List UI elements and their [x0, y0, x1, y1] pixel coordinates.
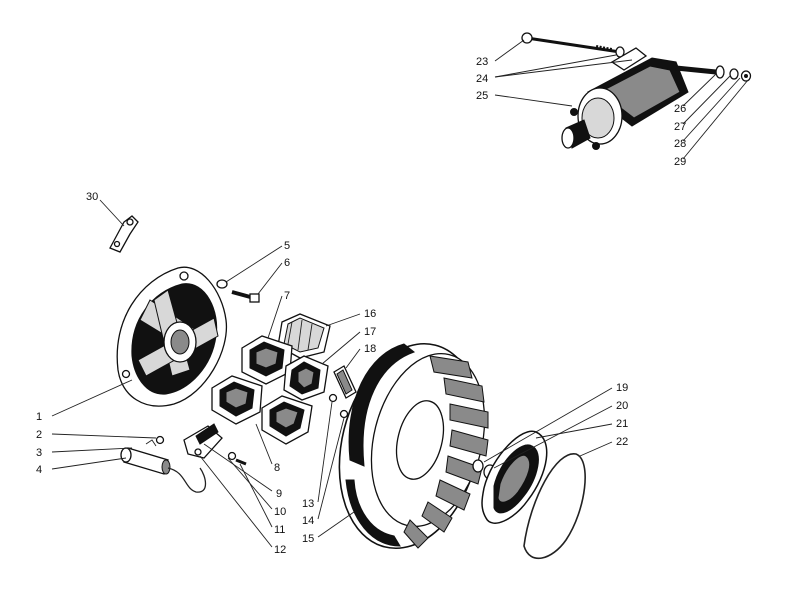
cover-part-21 [481, 430, 548, 524]
callout-6: 6 [284, 257, 290, 269]
callout-3: 3 [36, 447, 42, 459]
coil-part-8-left [211, 375, 263, 425]
nut-part-2 [155, 435, 165, 445]
leader-lines [51, 39, 749, 548]
stator-plate-part-1 [116, 266, 228, 407]
callout-27: 27 [674, 121, 686, 133]
callout-15: 15 [302, 533, 314, 545]
callout-24: 24 [476, 73, 488, 85]
contact-breaker-parts-9-12 [183, 423, 247, 466]
callout-25: 25 [476, 90, 488, 102]
callout-labels: 1 2 3 4 5 6 7 8 9 10 11 12 13 14 15 16 1… [36, 56, 686, 556]
flywheel-part-15 [338, 342, 489, 550]
callout-9: 9 [276, 488, 282, 500]
coil-part-8-right [261, 395, 313, 445]
plate-part-18 [333, 365, 357, 399]
callout-21: 21 [616, 418, 628, 430]
screws-parts-13-14 [328, 393, 349, 419]
callout-1: 1 [36, 411, 42, 423]
callout-2: 2 [36, 429, 42, 441]
callout-13: 13 [302, 498, 314, 510]
callout-12: 12 [274, 544, 286, 556]
callout-20: 20 [616, 400, 628, 412]
starter-motor-assembly [521, 32, 752, 150]
callout-4: 4 [36, 464, 42, 476]
callout-10: 10 [274, 506, 286, 518]
callout-29: 29 [674, 156, 686, 168]
bracket-part-30 [109, 215, 139, 253]
callout-17: 17 [364, 326, 376, 338]
callout-7: 7 [284, 290, 290, 302]
gasket-part-22 [523, 453, 586, 560]
callout-5: 5 [284, 240, 290, 252]
callout-14: 14 [302, 515, 314, 527]
callout-16: 16 [364, 308, 376, 320]
coil-part-17 [283, 355, 329, 401]
screws-parts-5-6 [216, 279, 260, 303]
condenser-part-4 [120, 439, 207, 493]
callout-23: 23 [476, 56, 488, 68]
callout-22: 22 [616, 436, 628, 448]
callout-18: 18 [364, 343, 376, 355]
callout-11: 11 [274, 524, 285, 536]
callout-26: 26 [674, 103, 686, 115]
coil-part-7 [241, 335, 293, 385]
callout-28: 28 [674, 138, 686, 150]
flywheel-fins [403, 355, 489, 549]
callout-8: 8 [274, 462, 280, 474]
callout-30: 30 [86, 191, 98, 203]
callout-19: 19 [616, 382, 628, 394]
